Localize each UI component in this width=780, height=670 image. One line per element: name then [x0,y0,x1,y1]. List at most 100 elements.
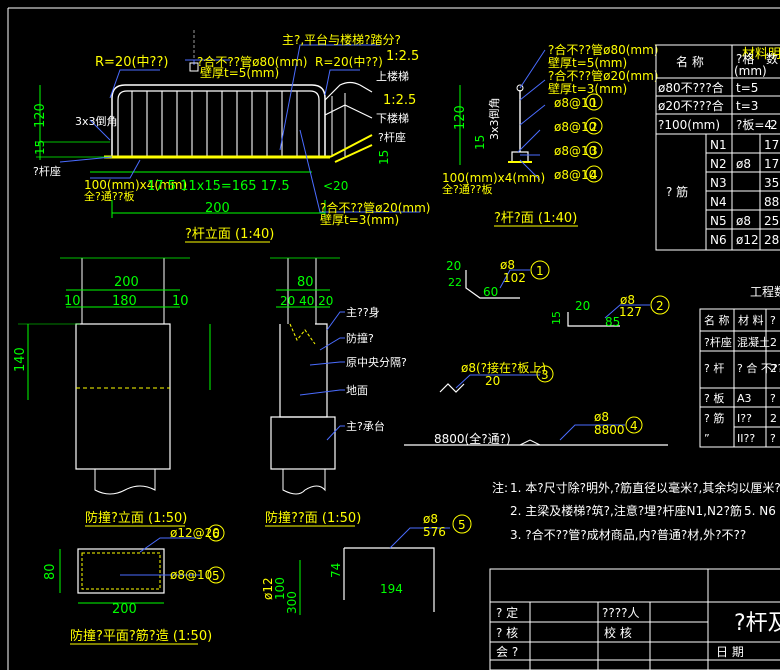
stair-base-plate [329,134,373,163]
post-top [516,84,524,92]
rail-balusters [131,91,298,157]
n2-dim-20: 20 [575,299,590,313]
wall-elev-body [75,323,171,470]
leader-plate [90,159,141,179]
rebar-row-len: 170 [764,157,780,171]
label-main-platform: 主?,平台与楼梯?踏分? [282,32,401,47]
rebar-shape-4 [404,416,668,446]
wall-plan-num5: 5 [212,569,220,583]
label-full-plate: 全?通??板 [84,189,135,203]
wall-plan-80: 80 [43,563,58,580]
wall-plan-num6: 6 [212,527,220,541]
tb-big-title: ?杆及 [734,611,780,636]
post-rebar-label-4: ø8@10 [554,168,596,182]
rebar-n4-leader [559,424,625,441]
tb-review: 校 核 [604,625,632,640]
post-pipe20: ?合不??管ø20(mm) [548,68,658,83]
qt-row-v: 2 [770,362,777,375]
rebar-row-len: 88 [764,195,779,209]
rail-inner-frame [117,90,320,157]
n5-num: 5 [458,518,466,532]
label-slope-b: 1:2.5 [383,93,416,108]
rebar-n3-leader [455,374,540,389]
wall-plan-body [77,548,165,594]
mt-rebar-label: ? 筋 [666,184,688,199]
post-full-plate: 全?通??板 [442,182,493,196]
mt-row2-spec: t=3 [736,99,758,113]
wall-sec-median: 原中央分隔? [346,356,407,369]
rebar-row-dia: ø12 [736,233,759,247]
rebar-row-no: N1 [710,138,727,152]
wall-elevation-title: 防撞?立面 (1:50) [85,510,187,526]
post-chamfer: 3x3倒角 [488,97,501,140]
leader-chamfer [89,119,111,141]
leader-main [279,44,380,151]
qt-row-name: ? 筋 [704,411,724,425]
qt-header-name: 名 称 [704,313,730,327]
label-post-base-right: ?杆座 [378,130,406,144]
qt-row-name: ? 杆 [704,361,724,375]
mt-header-name: 名 称 [676,54,704,69]
label-pipe20: ?合不??管ø20(mm) [320,200,430,215]
n2-dim-15: 15 [550,311,563,325]
wall-elev-200: 200 [114,275,139,290]
n2-len: 127 [619,305,642,319]
rebar-row-len: 25 [764,214,779,228]
material-table-grid [655,44,780,251]
rebar-n5-leader [389,527,450,549]
circle-2 [585,117,603,135]
tb-check: ? 核 [496,626,518,640]
n1-dim-60: 60 [483,285,498,299]
n5-dim-74: 74 [329,563,343,578]
n1-dim-20: 20 [446,259,461,273]
n3-label: ø8(?接在?板上) [461,360,546,375]
qt-row-name: ? 板 [704,391,724,405]
wall-sec-ground: 地面 [346,384,368,397]
qt-row-v: 2 [770,412,777,425]
wall-sec-cap-label: 主?承台 [346,419,385,433]
rebar-row-no: N4 [710,195,727,209]
mt-row3-spec: ?板=4 [736,118,772,132]
qt-header-v: ? [770,314,776,327]
n2-num: 2 [656,299,664,313]
label-slope-a: 1:2.5 [386,49,419,64]
post-section [459,49,546,181]
wall-plan [59,524,301,615]
post-num-4: 4 [590,168,598,182]
leader-r20 [109,69,160,99]
label-bottom-plate: 100(mm)x4(mm) [84,178,187,192]
rebar-shape-3 [439,365,554,393]
dim-120: 120 [33,103,48,128]
label-post-base: ?杆座 [33,164,61,178]
wall-plan-leaders [120,537,200,576]
note-2: 2. 主梁及楼梯?筑?,注意?埋?杆座N1,N2?筋 [510,503,742,518]
rebar-n5-shape [344,547,435,612]
n4-num: 4 [630,419,638,433]
label-upstairs: 上楼梯 [376,69,409,83]
leader-r20-right [324,69,360,96]
wall-plan-title: 防撞?平面?筋?造 (1:50) [70,628,212,644]
railing-elevation-title: ?杆立面 (1:40) [185,227,274,242]
qt-row-v: ? [770,392,776,405]
stair-rail-upper [324,81,373,101]
leader-post-base [59,156,113,163]
n3-num: 3 [541,368,549,382]
wall-section-title: 防撞??面 (1:50) [265,510,361,526]
circle-1 [585,93,603,111]
n2-dia: ø8 [620,293,635,307]
rebar-row-len: 28 [764,233,779,247]
wall-sec-80: 80 [297,275,314,290]
wall-plan-circle-6 [207,524,225,542]
wall-elevation [18,257,211,495]
post-wall3: 壁厚t=3(mm) [548,81,627,96]
rebar-n1-leader [499,269,530,289]
tb-sign: 会 ? [496,645,518,659]
wall-sec-leaders [299,311,345,441]
rebar-row-len: 35 [764,176,779,190]
post-dim-15: 15 [473,135,487,150]
wall-plan-rebar6: ø12@20 [170,526,220,540]
wall-elev-pile [94,469,156,495]
rebar-n3-shape [439,383,465,393]
